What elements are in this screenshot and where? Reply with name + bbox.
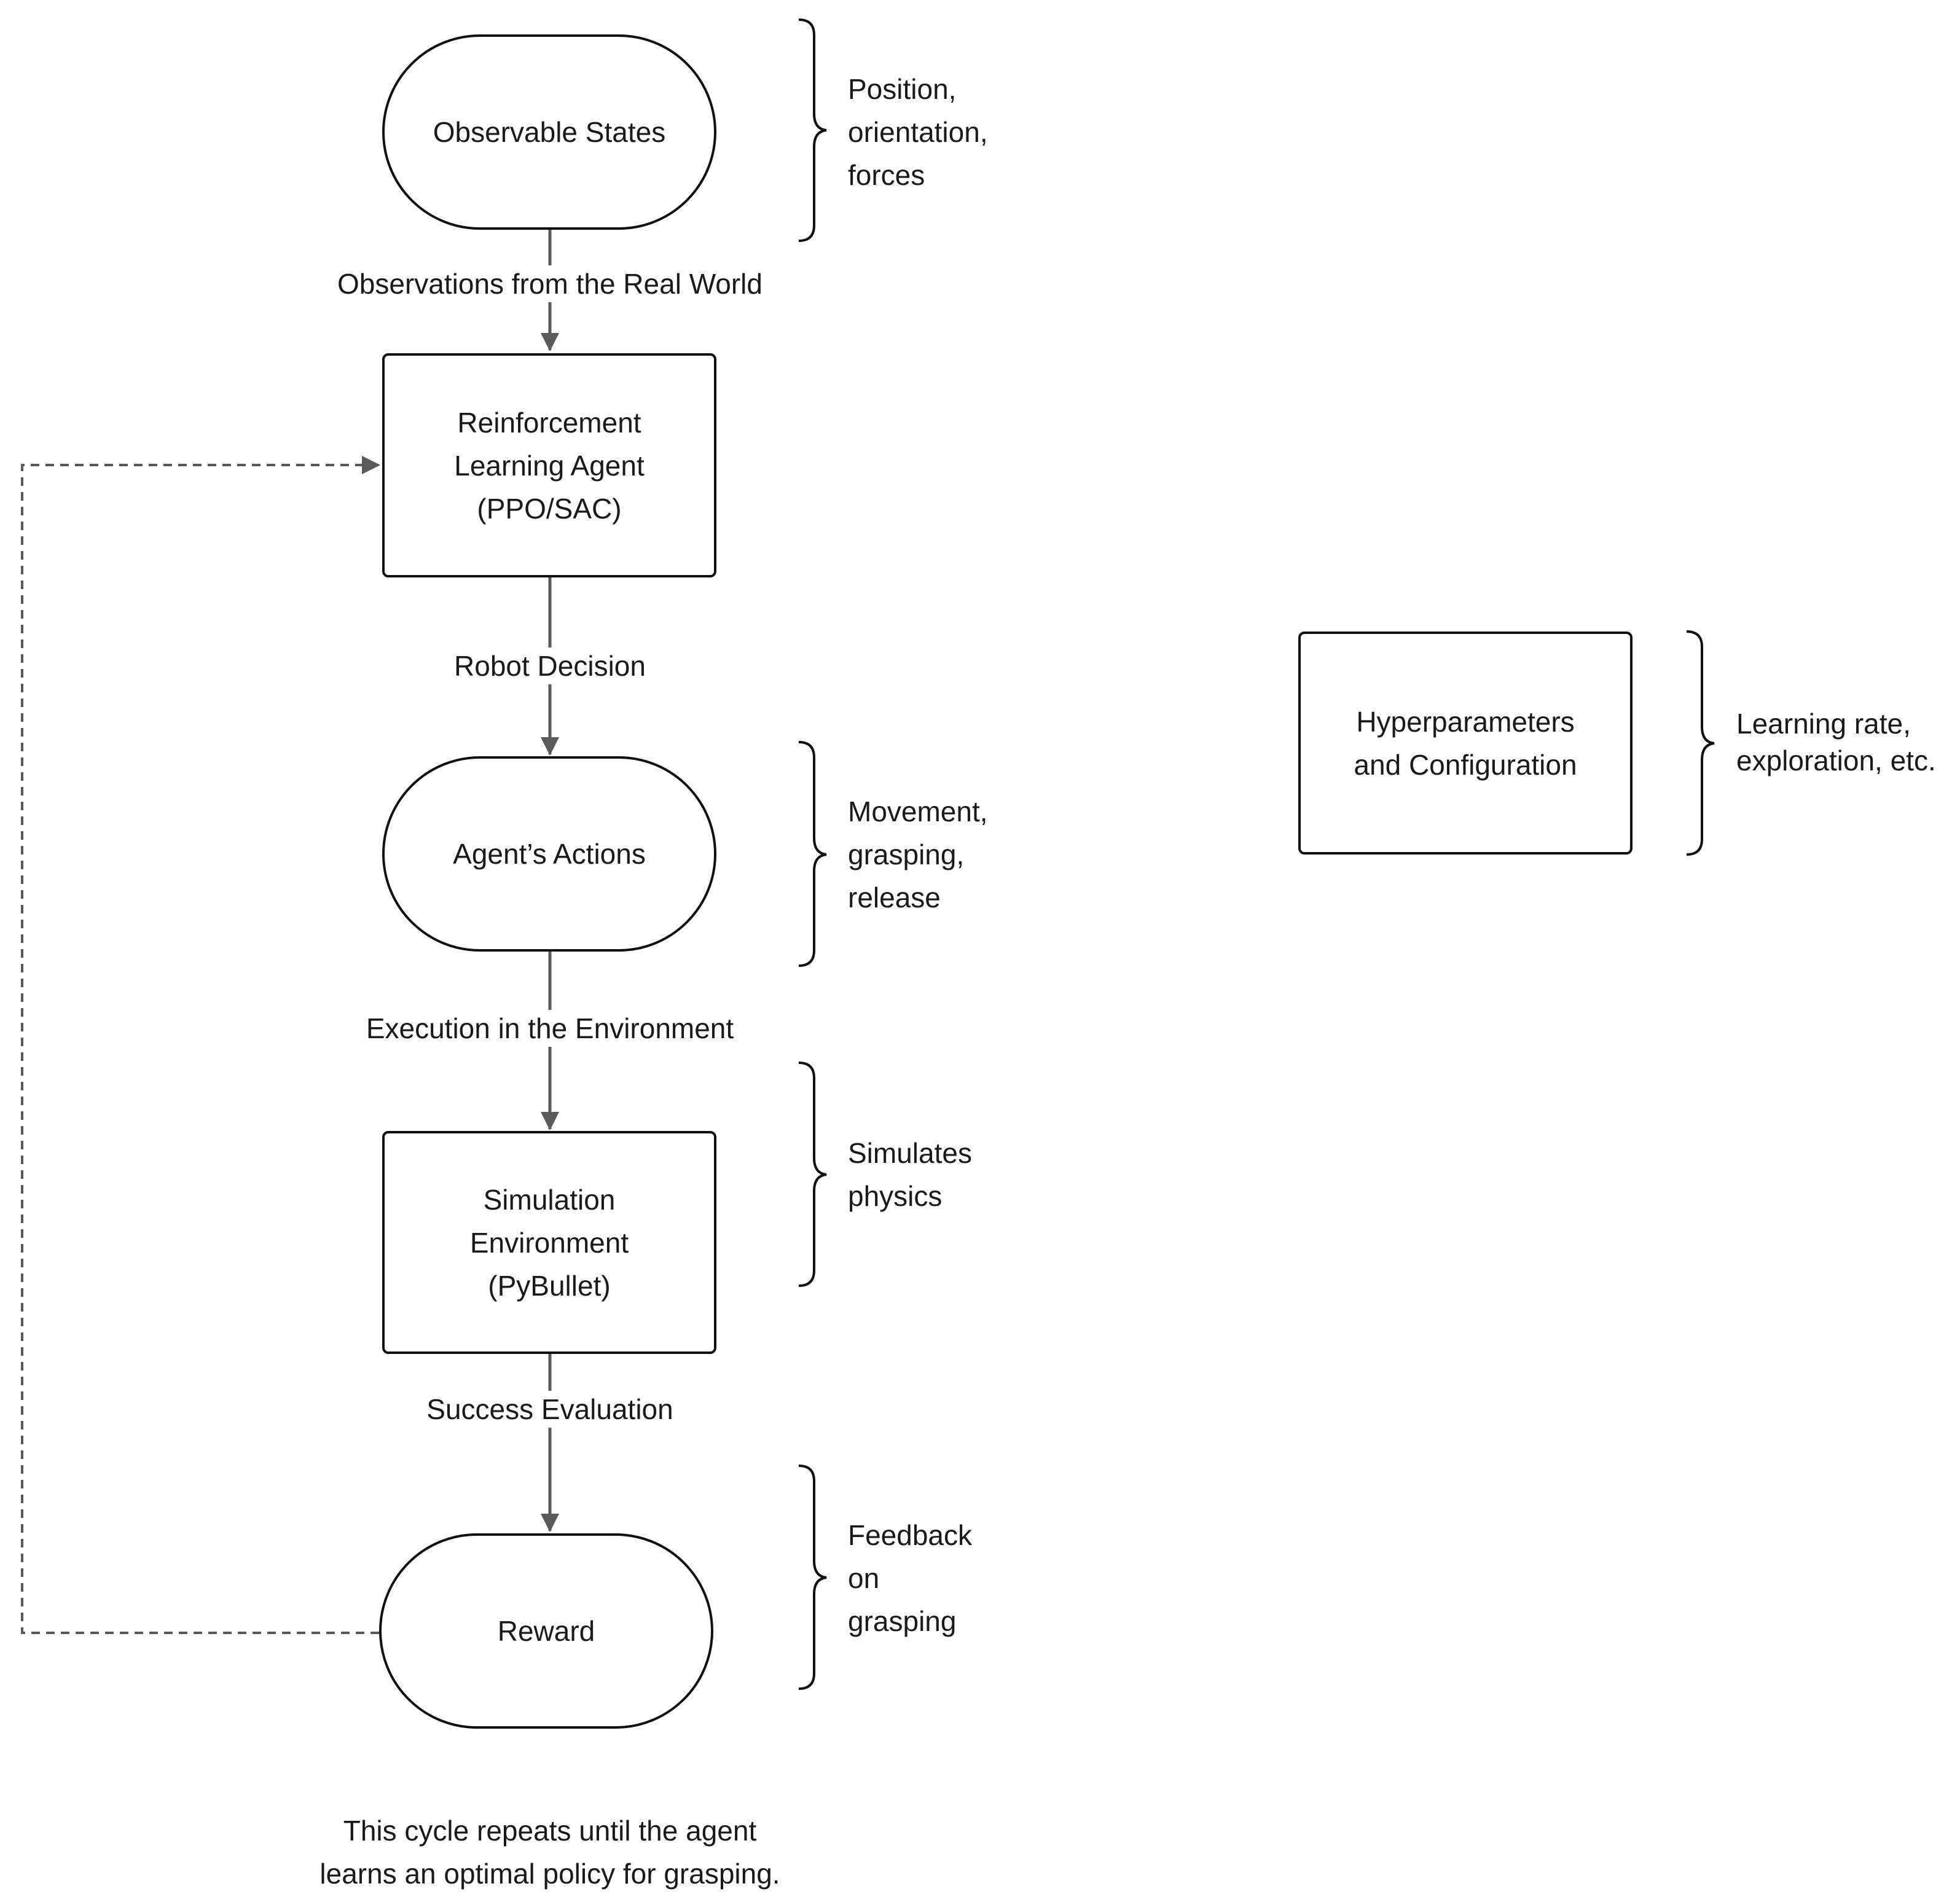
brace-agent-actions [798,741,827,967]
edge-label-observations: Observations from the Real World [332,265,767,302]
note-observable-states: Position, orientation, forces [848,73,988,191]
node-agent-actions: Agent’s Actions [382,756,716,952]
node-reward-label: Reward [497,1615,595,1647]
brace-simulation-env [798,1062,827,1287]
edge-label-success-evaluation: Success Evaluation [421,1391,678,1428]
brace-observable-states [798,18,827,242]
node-agent-actions-label: Agent’s Actions [453,838,646,870]
brace-reward [798,1465,827,1690]
feedback-loop-dashed [21,456,380,1634]
node-simulation-env-label: Simulation Environment (PyBullet) [469,1183,629,1302]
edge-label-execution: Execution in the Environment [361,1010,739,1047]
node-hyperparameters-label: Hyperparameters and Configuration [1354,705,1577,781]
node-observable-states: Observable States [382,34,716,230]
note-hyperparameters: Learning rate, exploration, etc. [1736,708,1936,776]
edge-label-robot-decision: Robot Decision [449,647,651,684]
node-hyperparameters: Hyperparameters and Configuration [1298,632,1633,855]
note-reward: Feedback on grasping [848,1519,973,1637]
node-simulation-env: Simulation Environment (PyBullet) [382,1131,716,1354]
note-agent-actions: Movement, grasping, release [848,796,988,913]
note-simulation-env: Simulates physics [848,1137,972,1212]
brace-hyperparameters [1686,630,1715,856]
diagram-caption: This cycle repeats until the agent learn… [319,1815,780,1890]
node-reward: Reward [379,1533,713,1729]
node-observable-states-label: Observable States [433,116,666,148]
node-rl-agent-label: Reinforcement Learning Agent (PPO/SAC) [454,406,645,525]
node-rl-agent: Reinforcement Learning Agent (PPO/SAC) [382,353,716,577]
